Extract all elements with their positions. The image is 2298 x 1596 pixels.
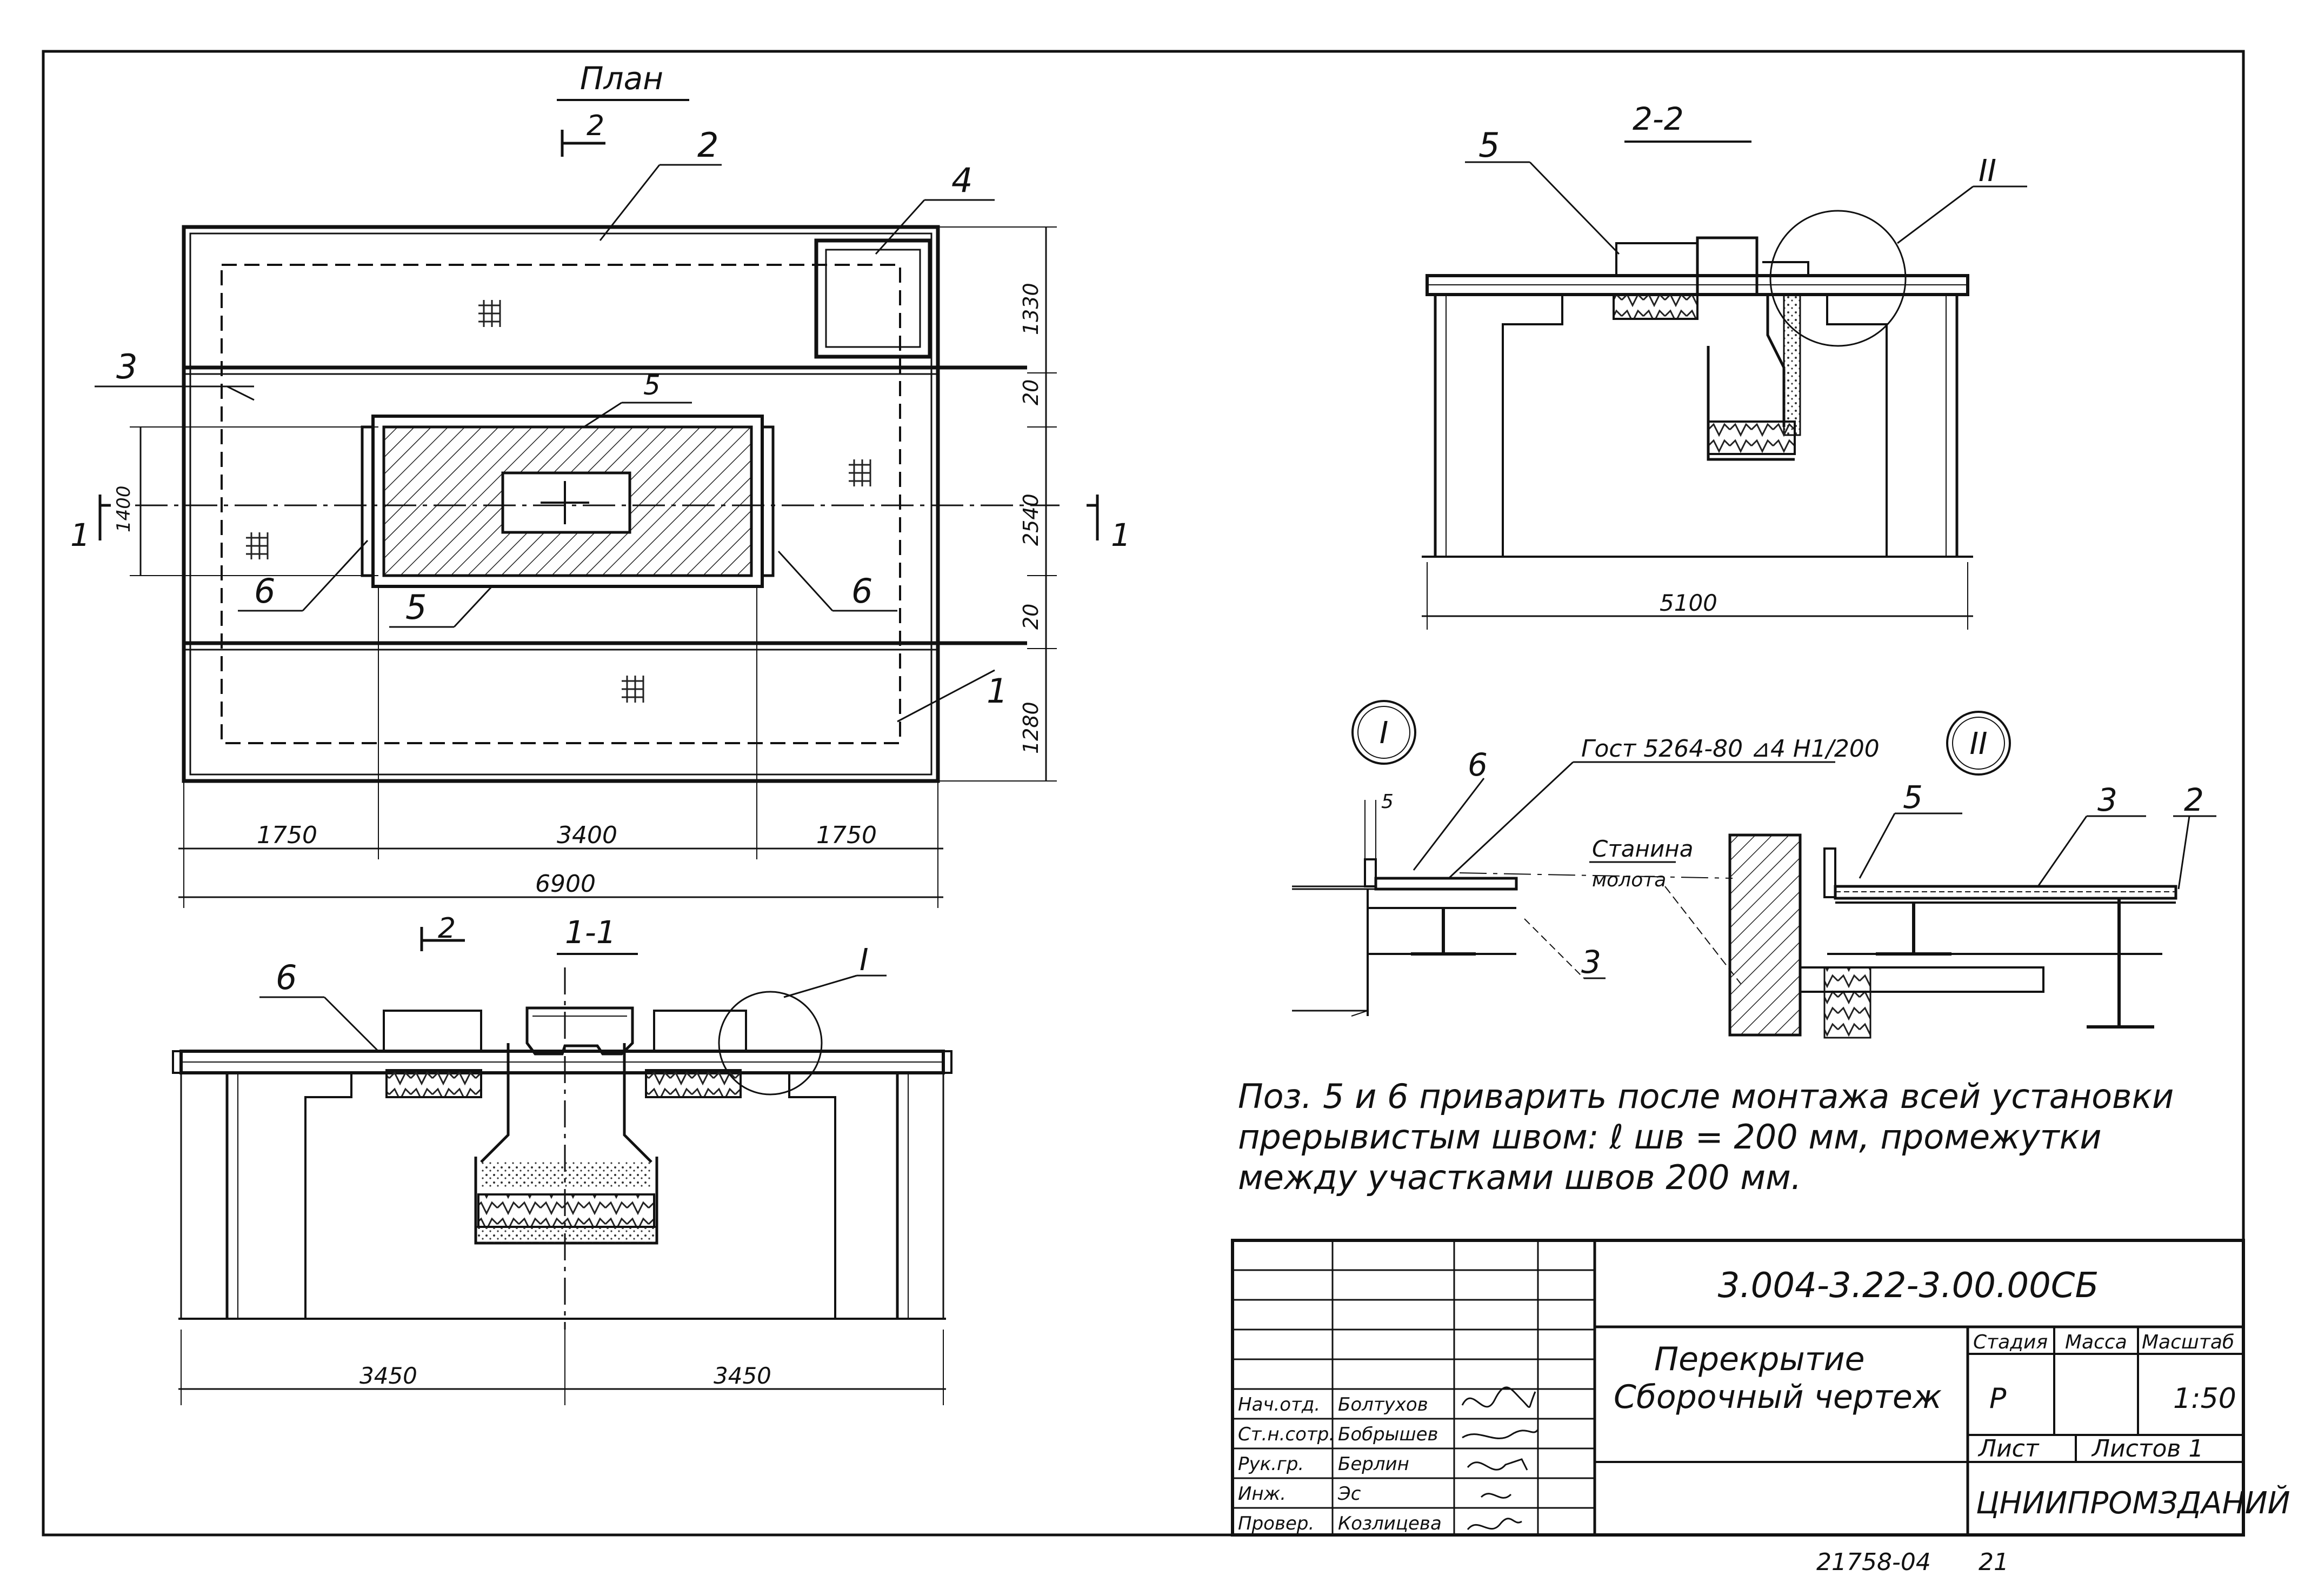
section-1-1-dim-3450-right: 3450 (714, 1363, 771, 1389)
footer-archive-number: 21758-04 (1816, 1548, 1931, 1576)
plan-dim-3400: 3400 (557, 822, 617, 849)
plan-dim-right-1330: 1330 (1019, 283, 1043, 335)
title-stage-value: Р (1989, 1383, 2007, 1415)
signer-role-4: Инж. (1238, 1483, 1286, 1505)
section-2-2-title: 2-2 (1633, 101, 1684, 137)
signer-name-5: Козлицева (1338, 1513, 1442, 1534)
signer-role-5: Провер. (1238, 1513, 1314, 1534)
signer-name-3: Берлин (1338, 1453, 1409, 1475)
plan-pos-4: 4 (951, 161, 973, 200)
node-I-mark: I (1380, 716, 1389, 751)
plan-outer-slab (182, 225, 940, 783)
title-col-mass: Масса (2065, 1331, 2127, 1353)
section-1-1-pos-6: 6 (276, 958, 297, 997)
node-I-detail: I Гост 5264-80 ⊿4 Н1/200 6 5 3 (1292, 700, 1880, 1017)
plan-view: План 2 (70, 60, 1131, 908)
plan-dim-6900: 6900 (535, 870, 596, 898)
node-II-pos-5: 5 (1903, 779, 1923, 816)
signatures (1461, 1386, 1539, 1531)
plan-dim-right-1280: 1280 (1019, 702, 1043, 754)
signer-name-1: Болтухов (1338, 1394, 1428, 1415)
note-line-3: между участками швов 200 мм. (1238, 1158, 1802, 1197)
plan-dim-right-20b: 20 (1019, 604, 1043, 630)
plan-section-1-mark-right: 1 (1111, 517, 1131, 553)
signer-role-1: Нач.отд. (1238, 1394, 1320, 1415)
title-sheets-label: Листов 1 (2091, 1435, 2203, 1463)
plan-dim-1750-right: 1750 (816, 822, 877, 849)
node-II-pos-2: 2 (2184, 782, 2204, 818)
title-col-scale: Масштаб (2142, 1331, 2234, 1353)
note-line-1: Поз. 5 и 6 приварить после монтажа всей … (1238, 1077, 2174, 1116)
section-2-2-node-II-circle (1769, 210, 1907, 347)
plan-pos-1: 1 (987, 671, 1008, 711)
plan-hatch-cover-4 (814, 238, 932, 359)
node-II-pos-3: 3 (2097, 782, 2117, 818)
node-II-detail: II Станина молота 5 3 2 (1589, 711, 2216, 1039)
title-organization: ЦНИИПРОМЗДАНИЙ (1976, 1486, 2290, 1521)
signer-name-2: Бобрышев (1338, 1424, 1438, 1445)
title-sheet-label: Лист (1977, 1435, 2040, 1463)
plan-dim-1750-left: 1750 (257, 822, 317, 849)
signer-role-2: Ст.н.сотр. (1238, 1424, 1335, 1445)
title-block: 3.004-3.22-3.00.00СБ Перекрытие Сборочны… (1231, 1239, 2290, 1537)
plan-title: План (580, 60, 663, 97)
plan-pos-3: 3 (116, 347, 137, 386)
node-II-hammer-frame (1728, 833, 1802, 1037)
signer-role-3: Рук.гр. (1238, 1453, 1304, 1475)
section-1-1-node-I-label: I (860, 943, 869, 978)
footer-page-number: 21 (1979, 1548, 2009, 1576)
node-I-dim-5: 5 (1381, 791, 1394, 813)
plan-section-1-mark-left: 1 (70, 517, 90, 553)
title-scale-value: 1:50 (2173, 1383, 2236, 1415)
welding-note: Поз. 5 и 6 приварить после монтажа всей … (1238, 1077, 2174, 1197)
node-I-pos-6: 6 (1468, 746, 1488, 783)
title-code: 3.004-3.22-3.00.00СБ (1718, 1266, 2099, 1306)
section-1-1-node-I-circle (718, 991, 823, 1096)
section-1-1-title: 1-1 (565, 914, 616, 951)
plan-pos-6-left: 6 (254, 571, 275, 611)
title-col-stage: Стадия (1973, 1331, 2048, 1353)
plan-dim-right-20a: 20 (1019, 379, 1043, 405)
plan-pos-2: 2 (697, 125, 718, 165)
node-II-stanina-label-1: Станина (1592, 836, 1693, 862)
title-name-line-1: Перекрытие (1654, 1340, 1865, 1378)
section-1-1-mark-2: 2 (438, 912, 456, 945)
title-name-line-2: Сборочный чертеж (1614, 1378, 1942, 1416)
node-I-gost-label: Гост 5264-80 ⊿4 Н1/200 (1581, 735, 1880, 763)
node-I-pos-3: 3 (1581, 944, 1601, 980)
section-1-1-view: 1-1 2 (172, 912, 952, 1405)
node-II-mark: II (1969, 726, 1987, 762)
plan-pos-5-bottom: 5 (405, 587, 427, 627)
plan-dim-1400: 1400 (113, 485, 135, 532)
section-2-2-pos-5: 5 (1478, 125, 1500, 165)
plan-pos-5-top: 5 (643, 370, 661, 401)
signer-name-4: Эс (1337, 1483, 1361, 1505)
plan-hatch-marks (246, 300, 871, 703)
plan-section-2-mark: 2 (587, 110, 604, 142)
section-1-1-dim-3450-left: 3450 (359, 1363, 417, 1389)
plan-pos-6-right: 6 (851, 571, 872, 611)
node-II-stanina-label-2: молота (1592, 869, 1666, 891)
section-2-2-view: 2-2 II 5 5100 (1422, 101, 2027, 630)
note-line-2: прерывистым швом: ℓ шв = 200 мм, промежу… (1238, 1117, 2102, 1157)
section-2-2-node-II-label: II (1979, 153, 1996, 189)
plan-dim-right-2540: 2540 (1019, 493, 1043, 546)
sheet-frame (42, 50, 2245, 1537)
section-2-2-dim-5100: 5100 (1660, 590, 1717, 616)
